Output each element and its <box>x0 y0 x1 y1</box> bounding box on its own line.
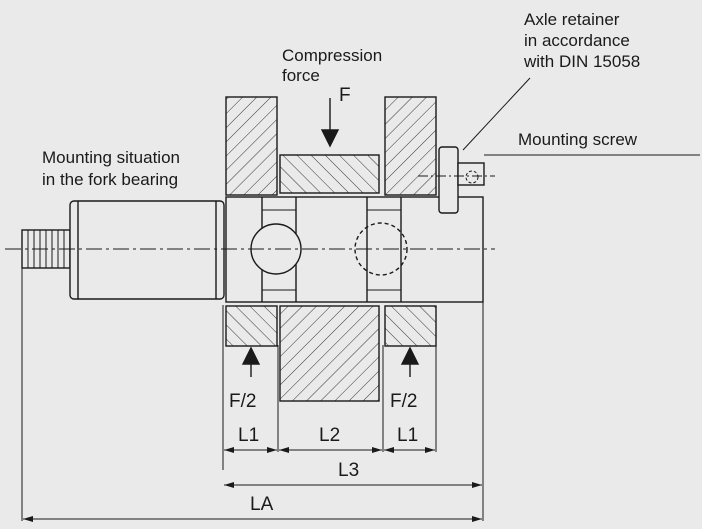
load-block-upper <box>279 154 380 194</box>
label-compression-force: Compression force <box>282 46 383 85</box>
dimension-arrowheads <box>23 447 482 522</box>
fork-right-upper <box>384 96 437 196</box>
label-mounting-screw: Mounting screw <box>518 130 638 149</box>
half-force-arrow-left <box>241 346 261 365</box>
measuring-zone-right <box>354 222 408 276</box>
sensor-body <box>69 200 225 300</box>
mounting-screw <box>457 162 485 186</box>
label-half-force-right: F/2 <box>390 391 418 412</box>
label-dim-l2: L2 <box>319 425 341 446</box>
load-block-lower <box>279 305 380 402</box>
extension-lines <box>21 268 484 521</box>
label-force: F <box>339 85 351 106</box>
label-mounting-situation: Mounting situation in the fork bearing <box>42 148 180 189</box>
force-arrow-down <box>320 129 340 148</box>
label-axle-retainer: Axle retainer in accordance with DIN 150… <box>524 10 641 71</box>
label-dim-l3: L3 <box>338 460 360 481</box>
fork-right-lower <box>384 305 437 347</box>
label-half-force-left: F/2 <box>229 391 257 412</box>
fork-left-upper <box>225 96 278 196</box>
label-dim-l1-left: L1 <box>238 425 260 446</box>
axle-retainer <box>438 146 459 214</box>
label-dim-la: LA <box>250 494 274 515</box>
label-dim-l1-right: L1 <box>397 425 419 446</box>
half-force-arrow-right <box>400 346 420 365</box>
leader-retainer <box>462 77 531 151</box>
fork-left-lower <box>225 305 278 347</box>
